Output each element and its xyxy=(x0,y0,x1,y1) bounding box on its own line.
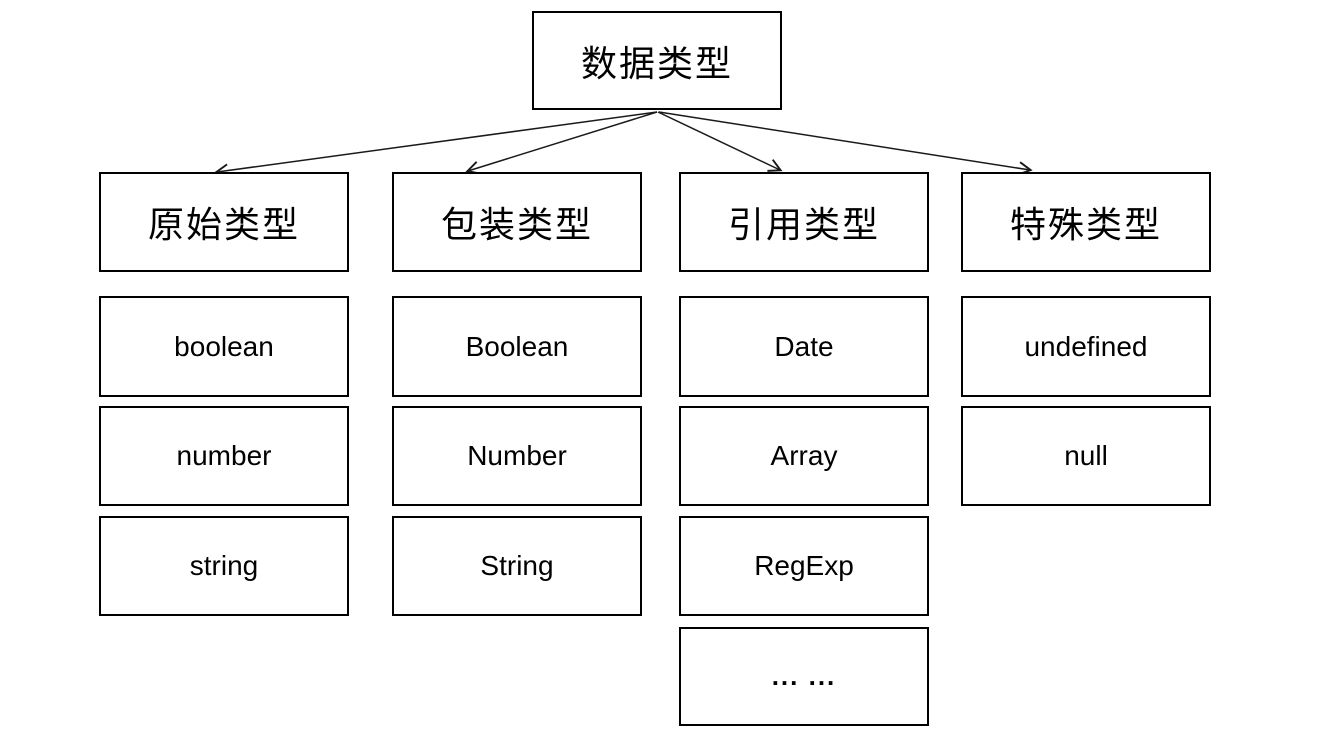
node-string-wrapper: String xyxy=(392,516,642,616)
arrow-to-wrapper-types xyxy=(465,111,658,175)
node-undefined: undefined xyxy=(961,296,1211,397)
node-reference-types: 引用类型 xyxy=(679,172,929,272)
node-boolean-primitive: boolean xyxy=(99,296,349,397)
node-data-types: 数据类型 xyxy=(532,11,782,110)
node-number-wrapper: Number xyxy=(392,406,642,506)
node-null: null xyxy=(961,406,1211,506)
node-date: Date xyxy=(679,296,929,397)
arrow-to-special-types xyxy=(658,111,1033,176)
node-regexp: RegExp xyxy=(679,516,929,616)
node-wrapper-types: 包装类型 xyxy=(392,172,642,272)
node-special-types: 特殊类型 xyxy=(961,172,1211,272)
node-array: Array xyxy=(679,406,929,506)
node-boolean-wrapper: Boolean xyxy=(392,296,642,397)
node-string-primitive: string xyxy=(99,516,349,616)
node-primitive-types: 原始类型 xyxy=(99,172,349,272)
arrow-to-primitive-types xyxy=(214,111,658,178)
arrow-to-reference-types xyxy=(657,111,783,172)
node-number-primitive: number xyxy=(99,406,349,506)
node-ellipsis: ... ... xyxy=(679,627,929,726)
